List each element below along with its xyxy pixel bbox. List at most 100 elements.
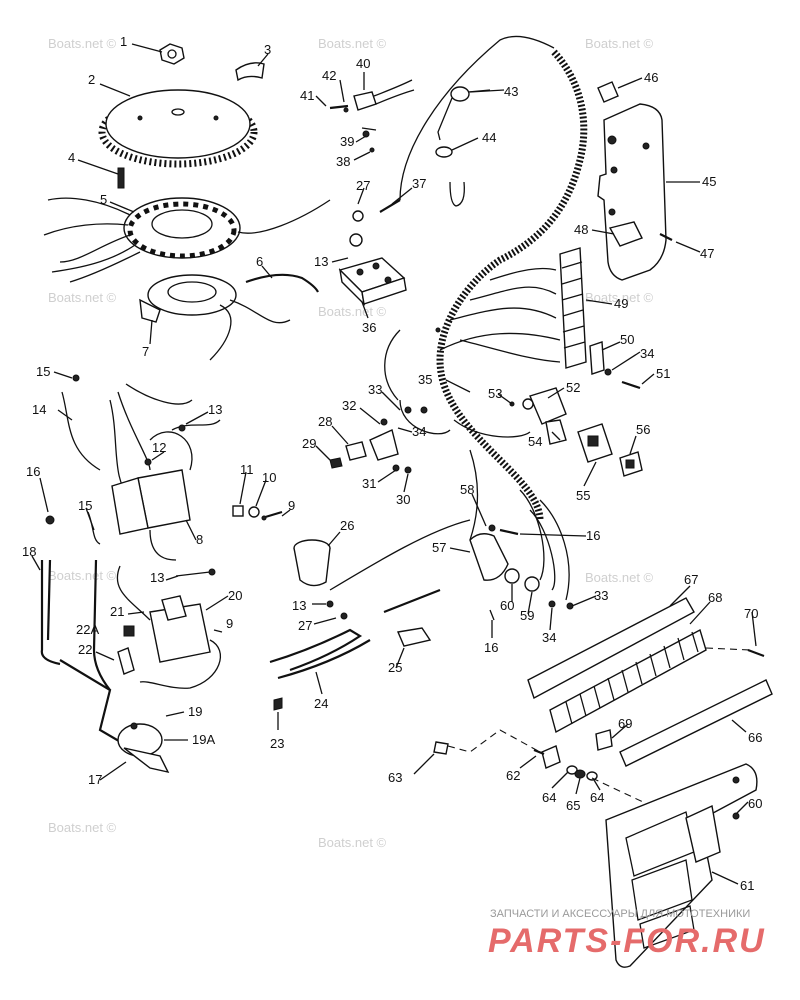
callout-label: 49 [614,296,628,311]
callout-label: 12 [152,440,166,455]
callout-label: 41 [300,88,314,103]
callout-label: 44 [482,130,496,145]
callout-label: 34 [412,424,426,439]
part-screw [489,609,495,621]
callout-label: 4 [68,150,75,165]
part-terminal-strip [559,247,587,369]
callout-label: 60 [748,796,762,811]
part-marker-strip [527,597,695,700]
callout-label: 33 [594,588,608,603]
callout-label: 16 [586,528,600,543]
callout-label: 23 [270,736,284,751]
part-terminal-cover [433,741,449,755]
callout-label: 67 [684,572,698,587]
callout-label: 3 [264,42,271,57]
part-flywheel [98,89,258,168]
watermark: Boats.net © [318,835,387,850]
watermark-layer: Boats.net © Boats.net © Boats.net © Boat… [48,36,654,850]
callout-label: 30 [396,492,410,507]
callout-label: 35 [418,372,432,387]
callout-label: 64 [542,790,556,805]
brand-tagline: ЗАПЧАСТИ И АКСЕССУАРЫ ДЛЯ МОТОТЕХНИКИ [490,908,750,920]
part-bracket [329,418,412,474]
part-trigger [139,274,291,361]
callout-label: 46 [644,70,658,85]
part-relay [116,565,221,689]
part-ground-lead [245,273,319,293]
callout-label: 60 [500,598,514,613]
callout-label: 55 [576,488,590,503]
part-screw [117,167,125,189]
callout-label: 32 [342,398,356,413]
part-lead [383,588,441,614]
callout-label: 37 [412,176,426,191]
part-clamp [329,79,415,153]
callout-label: 68 [708,590,722,605]
part-ignition-coil-pack [111,458,191,535]
callout-label: 54 [528,434,542,449]
callout-label: 6 [256,254,263,269]
callout-label: 52 [566,380,580,395]
callout-label: 70 [744,606,758,621]
callout-label: 66 [748,730,762,745]
part-fuse-holder [437,86,491,141]
callout-label: 62 [506,768,520,783]
callout-label: 13 [150,570,164,585]
callout-label: 25 [388,660,402,675]
callout-label: 65 [566,798,580,813]
callout-label: 45 [702,174,716,189]
callout-label: 38 [336,154,350,169]
callout-label: 63 [388,770,402,785]
callout-label: 13 [314,254,328,269]
callout-label: 20 [228,588,242,603]
watermark: Boats.net © [318,304,387,319]
callout-label: 24 [314,696,328,711]
callout-label: 47 [700,246,714,261]
callout-labels: 1 2 3 4 5 6 7 8 9 9 10 11 12 13 13 13 13… [22,34,762,893]
part-nut [159,43,185,65]
callout-label: 18 [22,544,36,559]
callout-label: 13 [208,402,222,417]
part-nut [504,568,520,584]
callout-label: 57 [432,540,446,555]
callout-label: 16 [26,464,40,479]
callout-label: 48 [574,222,588,237]
callout-label: 50 [620,332,634,347]
callout-label: 61 [740,878,754,893]
callout-label: 69 [618,716,632,731]
callout-label: 43 [504,84,518,99]
callout-label: 19A [192,732,215,747]
part-solenoid [469,524,519,581]
callout-label: 7 [142,344,149,359]
leader-dashed [447,729,541,753]
part-hardware [232,505,283,521]
callout-label: 9 [226,616,233,631]
callout-label: 34 [640,346,654,361]
part-boot [117,647,135,675]
callout-label: 64 [590,790,604,805]
watermark: Boats.net © [585,36,654,51]
watermark: Boats.net © [48,568,117,583]
callout-label: 21 [110,604,124,619]
watermark: Boats.net © [48,820,117,835]
callout-label: 15 [36,364,50,379]
callout-label: 16 [484,640,498,655]
callout-label: 40 [356,56,370,71]
callout-label: 27 [356,178,370,193]
part-clip [449,181,465,207]
part-harness [40,559,125,745]
callout-label: 31 [362,476,376,491]
callout-label: 51 [656,366,670,381]
callout-label: 56 [636,422,650,437]
part-screw [379,199,401,213]
callout-label: 2 [88,72,95,87]
callout-label: 13 [292,598,306,613]
callout-label: 10 [262,470,276,485]
callout-label: 11 [240,462,254,477]
watermark: Boats.net © [48,290,117,305]
watermark: Boats.net © [48,36,117,51]
part-main-harness [384,35,588,601]
part-retainer [397,627,432,647]
